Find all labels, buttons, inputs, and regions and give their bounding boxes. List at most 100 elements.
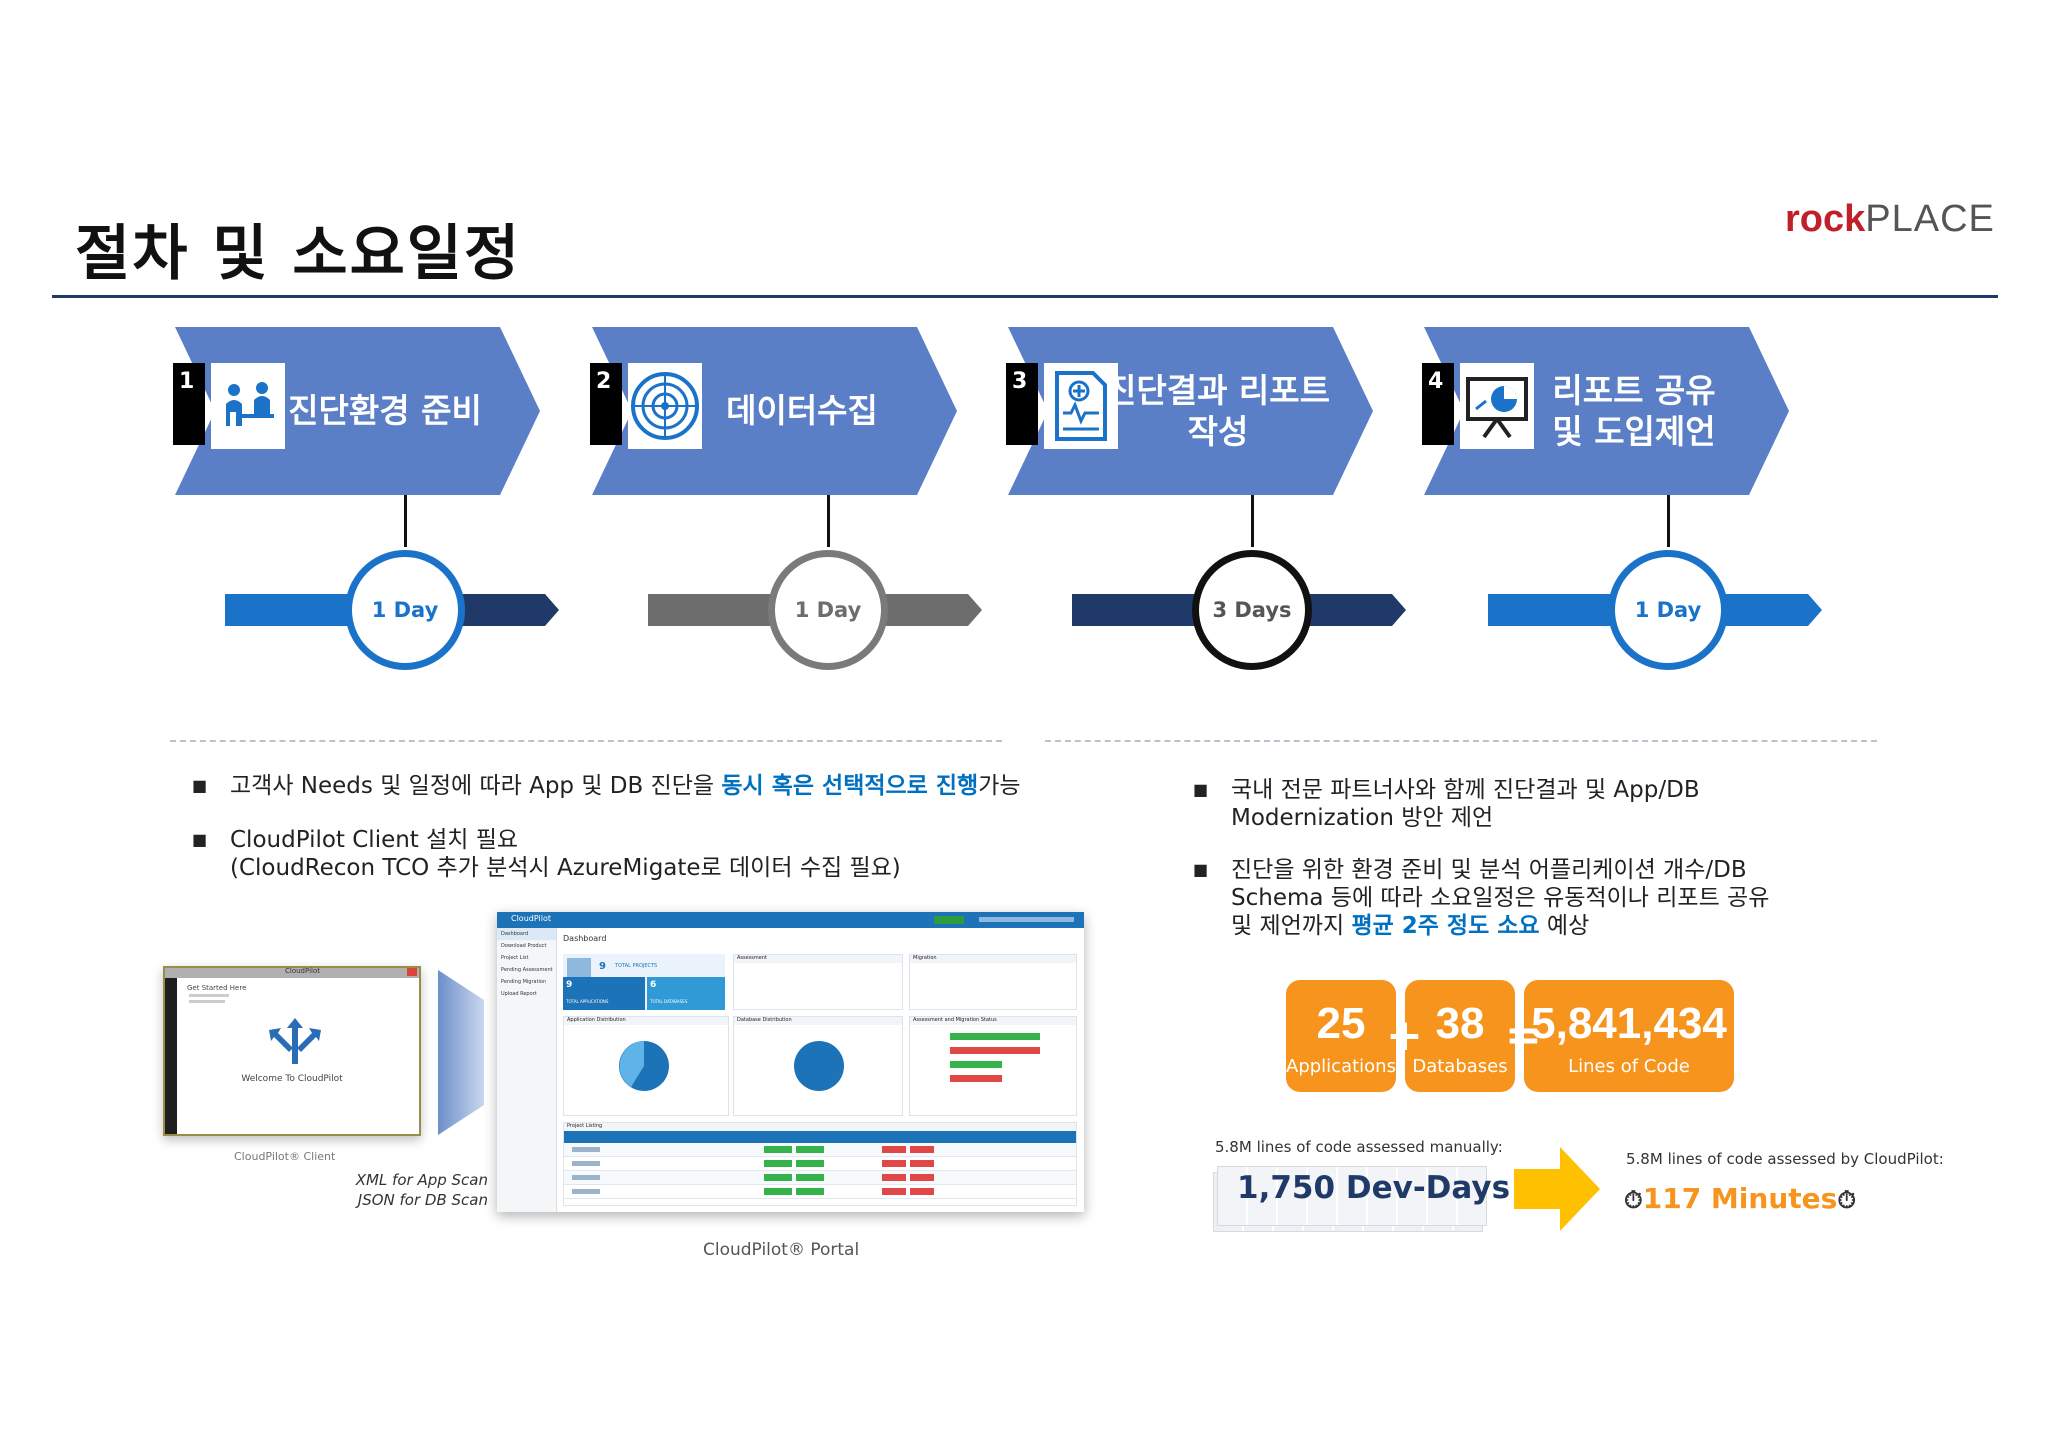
bullet-text: 고객사 Needs 및 일정에 따라 App 및 DB 진단을 xyxy=(230,773,722,799)
logo-bold-text: rock xyxy=(1785,198,1866,240)
step-number-badge: 1 xyxy=(173,363,205,445)
bullet-text: CloudPilot Client 설치 필요 (CloudRecon TCO … xyxy=(230,827,901,881)
bullet-text: 국내 전문 파트너사와 함께 진단결과 및 App/DB Modernizati… xyxy=(1231,777,1700,831)
timeline-bar-right xyxy=(1698,594,1823,630)
logo-light-text: PLACE xyxy=(1865,198,1995,240)
right-arrow-icon xyxy=(1514,1147,1600,1231)
portal-project-table: Project Listing xyxy=(563,1122,1077,1206)
table-header xyxy=(564,1131,1076,1143)
portal-status-panel: Assessment and Migration Status xyxy=(909,1016,1077,1116)
radar-icon xyxy=(628,363,702,449)
portal-caption: CloudPilot® Portal xyxy=(703,1240,860,1260)
portal-sidebar-item[interactable]: Download Product xyxy=(501,943,547,949)
stat-applications: 25 Applications xyxy=(1286,980,1396,1092)
client-welcome: Welcome To CloudPilot xyxy=(241,1074,343,1084)
table-row[interactable] xyxy=(564,1143,1076,1157)
portal-sidebar-item[interactable]: Project List xyxy=(501,955,529,961)
close-icon xyxy=(407,968,417,976)
calendar-pages-icon: 1,750 Dev-Days xyxy=(1213,1160,1510,1234)
cloudpilot-value: 117 Minutes xyxy=(1642,1182,1838,1215)
manual-note: 5.8M lines of code assessed manually: xyxy=(1215,1138,1503,1156)
bullet-marker: ■ xyxy=(1193,860,1209,879)
portal-sidebar-item[interactable]: Upload Report xyxy=(501,991,537,997)
app-pie-chart xyxy=(619,1041,669,1091)
step-label: 진단결과 리포트 작성 xyxy=(1105,370,1330,451)
timeline-connector xyxy=(827,495,830,547)
portal-sidebar-item[interactable]: Dashboard xyxy=(497,928,556,940)
stat-value: 25 xyxy=(1316,999,1366,1048)
portal-brand: CloudPilot xyxy=(511,914,551,923)
portal-assessment-panel: Assessment xyxy=(733,954,903,1010)
equals-operator: = xyxy=(1505,1010,1542,1061)
portal-topbar: CloudPilot xyxy=(497,912,1084,928)
client-menu-item: Get Started Here xyxy=(187,984,247,992)
client-sidebar xyxy=(165,978,177,1134)
stat-label: Databases xyxy=(1412,1056,1508,1077)
cloudpilot-client-screenshot: CloudPilot Get Started Here Welcome To C… xyxy=(163,966,421,1136)
page-title: 절차 및 소요일정 xyxy=(75,219,522,289)
table-row[interactable] xyxy=(564,1171,1076,1185)
timeline-connector xyxy=(1667,495,1670,547)
left-bullet-2: ■ CloudPilot Client 설치 필요 (CloudRecon TC… xyxy=(192,826,1072,886)
bullet-marker: ■ xyxy=(192,776,208,795)
duration-circle: 3 Days xyxy=(1192,550,1312,670)
client-to-portal-connector xyxy=(438,970,484,1135)
step-number-badge: 3 xyxy=(1006,363,1038,445)
timeline-connector xyxy=(404,495,407,547)
portal-tile-dbs: 6 TOTAL DATABASES xyxy=(647,977,725,1010)
left-bullet-1: ■ 고객사 Needs 및 일정에 따라 App 및 DB 진단을 동시 혹은 … xyxy=(192,772,1072,804)
cloudpilot-note: 5.8M lines of code assessed by CloudPilo… xyxy=(1626,1150,1944,1168)
client-titlebar: CloudPilot xyxy=(165,967,419,978)
portal-db-distribution-panel: Database Distribution xyxy=(733,1016,903,1116)
stat-label: Applications xyxy=(1286,1056,1396,1077)
bullet-marker: ■ xyxy=(1193,780,1209,799)
duration-circle: 1 Day xyxy=(345,550,465,670)
step-label: 리포트 공유 및 도입제언 xyxy=(1552,370,1716,451)
presentation-chart-icon xyxy=(1460,363,1534,449)
portal-sidebar-item[interactable]: Pending Assessment xyxy=(501,967,553,973)
timeline-bar-right xyxy=(858,594,983,630)
duration-circle: 1 Day xyxy=(1608,550,1728,670)
report-document-icon xyxy=(1044,363,1118,449)
portal-migration-panel: Migration xyxy=(909,954,1077,1010)
client-title: CloudPilot xyxy=(285,967,320,975)
bullet-highlight: 동시 혹은 선택적으로 진행 xyxy=(721,773,979,799)
cloudpilot-arrows-icon xyxy=(269,1018,321,1064)
portal-tile-apps: 9 TOTAL APPLICATIONS xyxy=(563,977,645,1010)
step-number-badge: 4 xyxy=(1422,363,1454,445)
scan-notes: XML for App Scan JSON for DB Scan xyxy=(335,1170,488,1210)
portal-app-distribution-panel: Application Distribution xyxy=(563,1016,729,1116)
bullet-highlight: 평균 2주 정도 소요 xyxy=(1351,913,1540,939)
step-number-badge: 2 xyxy=(590,363,622,445)
left-separator xyxy=(170,740,1002,742)
db-pie-chart xyxy=(794,1041,844,1091)
stopwatch-icon: ⏱ xyxy=(1837,1186,1857,1214)
step-label: 진단환경 준비 xyxy=(288,391,482,431)
timeline-bar-right xyxy=(435,594,560,630)
bullet-text-end: 가능 xyxy=(978,773,1021,799)
stat-label: Lines of Code xyxy=(1568,1056,1690,1077)
stopwatch-icon: ⏱ xyxy=(1624,1186,1643,1214)
plus-operator: + xyxy=(1386,1010,1423,1061)
manual-value: 1,750 Dev-Days xyxy=(1237,1170,1511,1206)
right-bullet-1: ■ 국내 전문 파트너사와 함께 진단결과 및 App/DB Moderniza… xyxy=(1193,776,1913,836)
header-divider xyxy=(52,295,1998,298)
table-row[interactable] xyxy=(564,1185,1076,1199)
people-meeting-icon xyxy=(211,363,285,449)
timeline-connector xyxy=(1251,495,1254,547)
stat-value: 5,841,434 xyxy=(1531,999,1727,1048)
stat-value: 38 xyxy=(1435,999,1485,1048)
bullet-marker: ■ xyxy=(192,830,208,849)
table-row[interactable] xyxy=(564,1157,1076,1171)
right-bullet-2: ■ 진단을 위한 환경 준비 및 분석 어플리케이션 개수/DB Schema … xyxy=(1193,856,1913,946)
right-separator xyxy=(1045,740,1877,742)
bullet-text: 진단을 위한 환경 준비 및 분석 어플리케이션 개수/DB Schema 등에… xyxy=(1231,857,1770,939)
db-scan-note: JSON for DB Scan xyxy=(357,1191,488,1209)
app-scan-note: XML for App Scan xyxy=(355,1171,488,1189)
timeline-bar-right xyxy=(1282,594,1407,630)
client-caption: CloudPilot® Client xyxy=(234,1150,336,1163)
portal-sidebar-item[interactable]: Pending Migration xyxy=(501,979,547,985)
stat-lines-of-code: 5,841,434 Lines of Code xyxy=(1524,980,1734,1092)
